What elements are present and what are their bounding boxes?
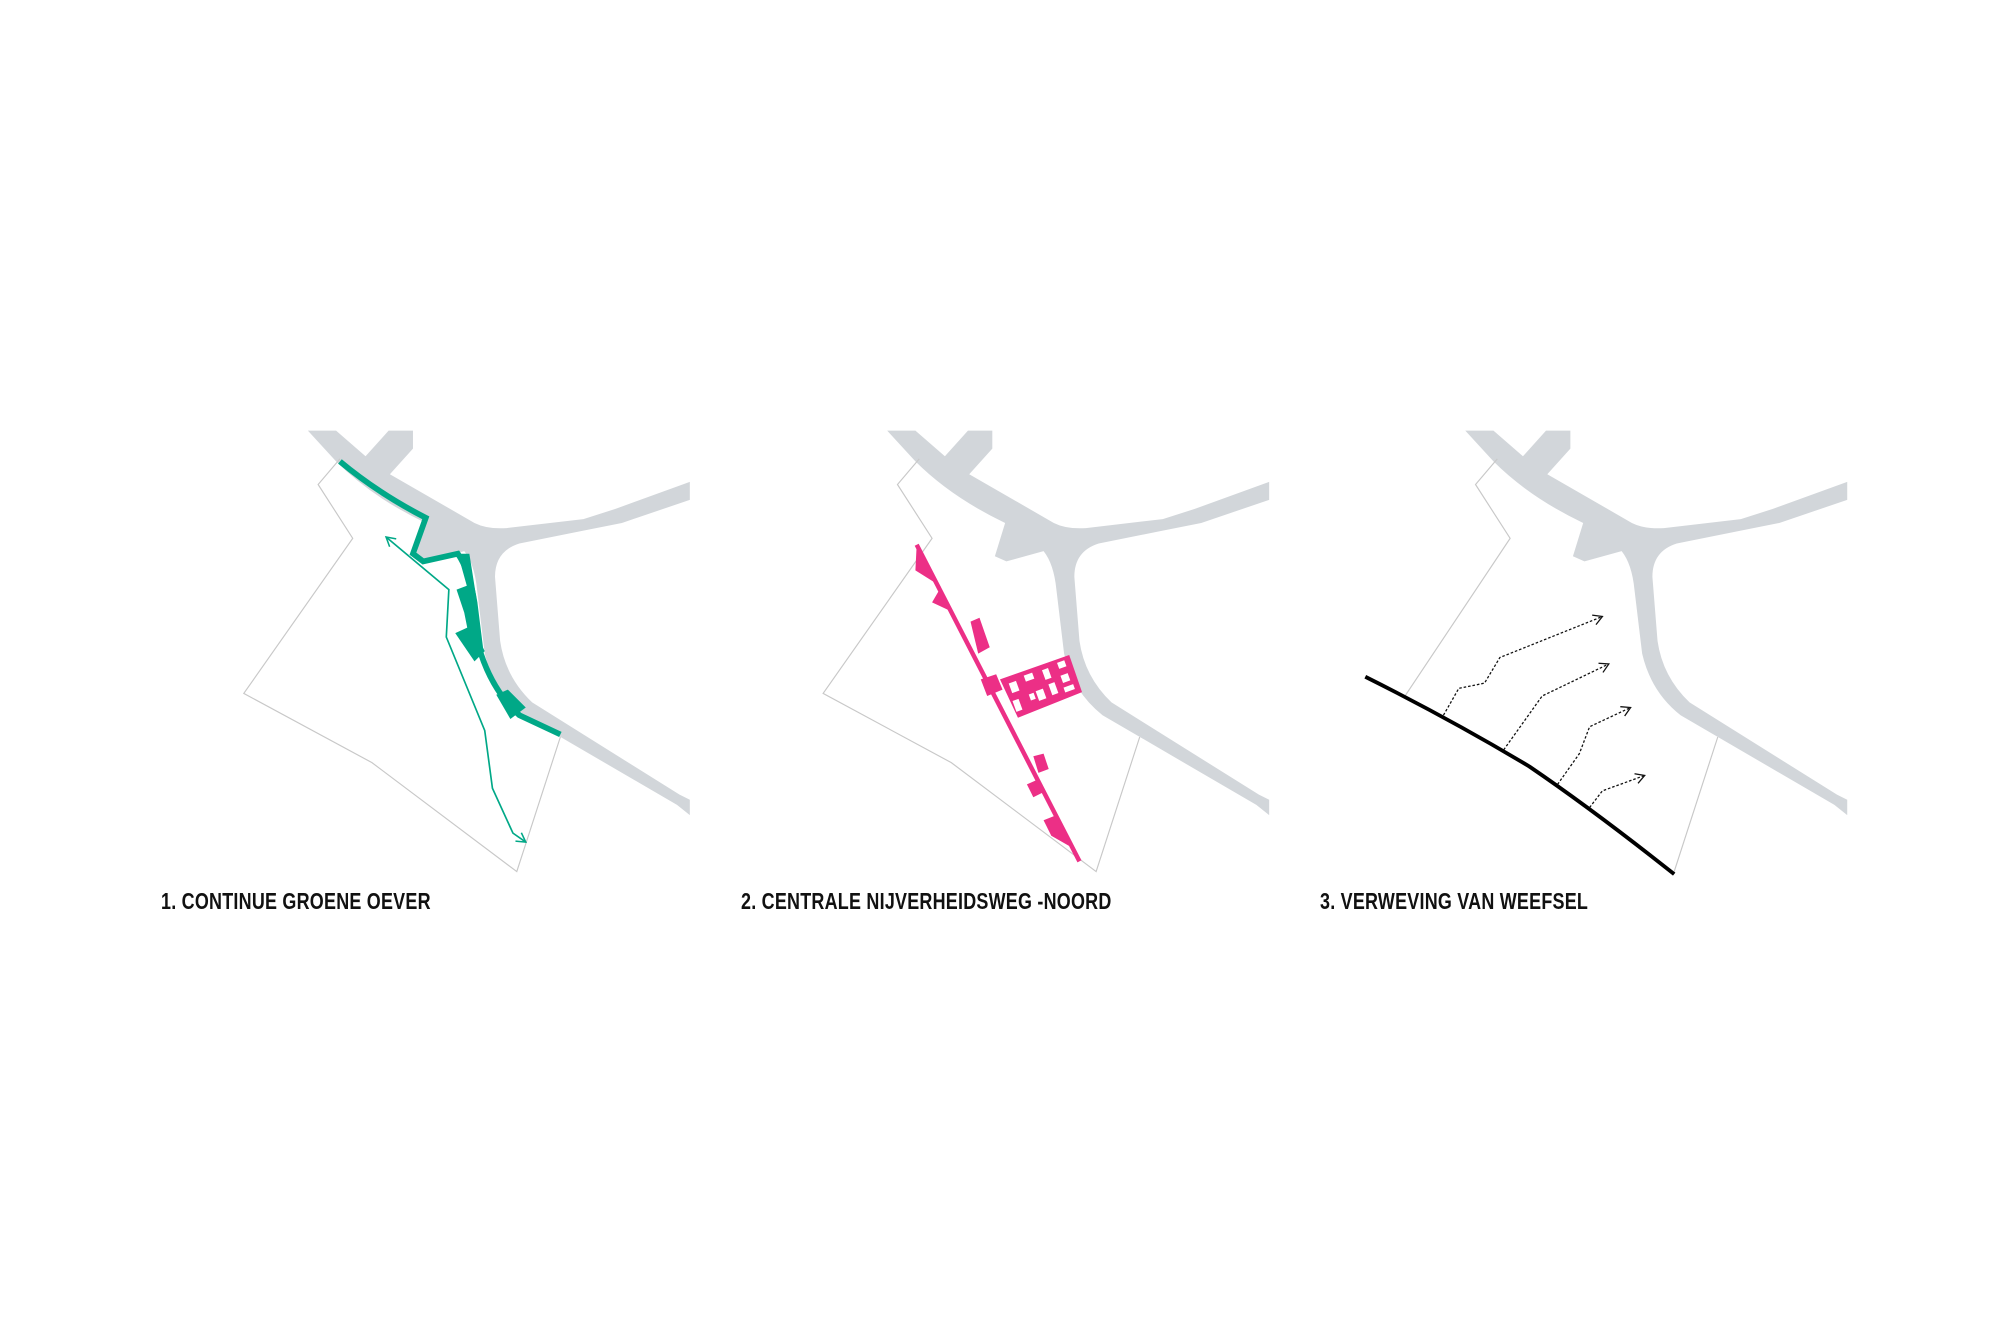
pink-block — [980, 674, 1003, 696]
site-boundary — [1673, 736, 1719, 872]
pink-block — [915, 544, 936, 584]
panel-3-weaving-fabric — [1364, 430, 1848, 876]
site-boundary — [822, 458, 1141, 873]
site-boundary — [242, 458, 561, 873]
pink-block — [1033, 753, 1049, 773]
waterway — [307, 430, 690, 816]
green-route-arrow — [384, 536, 528, 843]
fabric-edge-line — [1364, 675, 1676, 876]
panel-1-label: 1. CONTINUE GROENE OEVER — [161, 888, 431, 914]
dashed-arrow — [1557, 706, 1632, 785]
pink-block — [1043, 815, 1070, 846]
waterway — [887, 430, 1270, 816]
green-bank-line — [338, 459, 562, 738]
pink-block — [932, 583, 952, 612]
central-road-line — [914, 543, 1082, 863]
pink-block — [1026, 779, 1044, 798]
dashed-arrow — [1503, 662, 1610, 751]
waterway — [1465, 430, 1848, 816]
pink-grid-block — [1000, 654, 1083, 718]
dashed-arrow — [1442, 614, 1604, 716]
site-boundary — [1404, 458, 1511, 697]
dashed-arrow — [1589, 773, 1646, 808]
panel-1-green-bank — [242, 430, 690, 873]
panel-3-label: 3. VERWEVING VAN WEEFSEL — [1320, 888, 1589, 914]
pink-block — [970, 617, 990, 654]
panel-2-label: 2. CENTRALE NIJVERHEIDSWEG -NOORD — [741, 888, 1112, 914]
panel-2-central-road — [822, 430, 1270, 873]
